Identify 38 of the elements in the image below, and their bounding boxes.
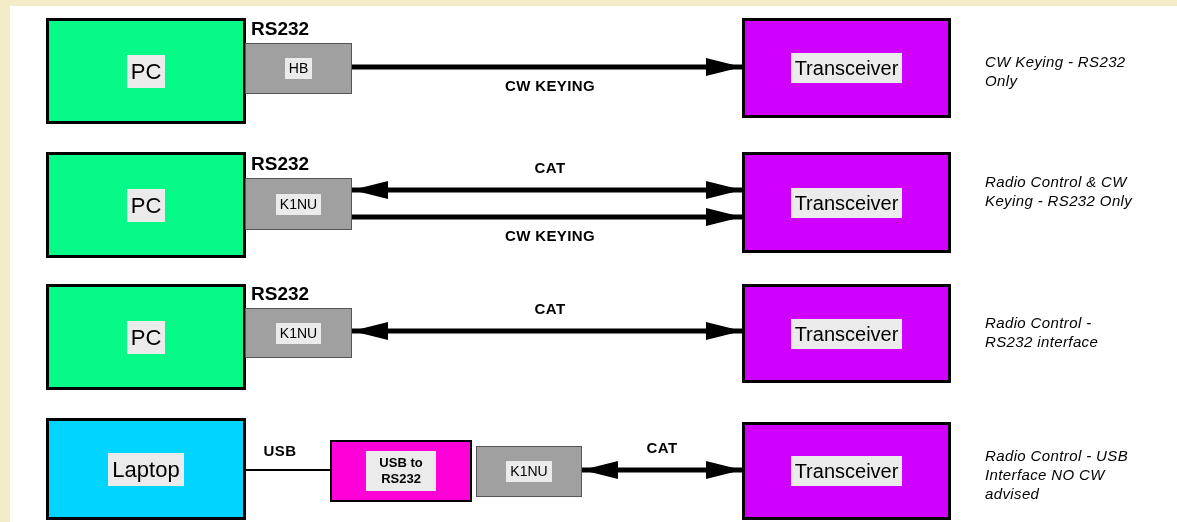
interface-box — [245, 308, 352, 358]
node-label: USB to RS232 — [366, 450, 436, 492]
laptop-box — [46, 418, 246, 520]
transceiver-box — [742, 152, 951, 253]
node-label: Transceiver — [790, 456, 903, 486]
description-text: Radio Control - USB Interface NO CW advised — [985, 446, 1129, 503]
description-text: Radio Control - RS232 interface — [985, 313, 1100, 351]
node-label: K1NU — [275, 193, 322, 215]
node-label: Transceiver — [790, 318, 903, 349]
arrow — [352, 208, 742, 226]
pc-box — [46, 18, 246, 124]
pc-box — [46, 152, 246, 258]
interface-box — [476, 446, 582, 497]
node-label: Transceiver — [790, 53, 903, 83]
arrow — [352, 181, 742, 199]
description-text: Radio Control & CW Keying - RS232 Only — [985, 172, 1134, 210]
node-label: Transceiver — [790, 187, 903, 218]
interface-box — [245, 43, 352, 94]
transceiver-box — [742, 18, 951, 118]
port-label: RS232 — [251, 154, 310, 173]
node-label: HB — [284, 58, 313, 79]
node-label: PC — [126, 54, 166, 88]
arrow — [352, 58, 742, 76]
description-text: CW Keying - RS232 Only — [985, 52, 1127, 90]
transceiver-box — [742, 422, 951, 520]
node-label: Laptop — [108, 452, 184, 486]
node-label: K1NU — [275, 322, 322, 344]
port-label: RS232 — [251, 284, 310, 303]
node-label: PC — [126, 188, 166, 222]
arrow — [352, 322, 742, 340]
transceiver-box — [742, 284, 951, 383]
node-label: PC — [126, 320, 166, 354]
converter-box — [330, 440, 472, 502]
port-label: RS232 — [251, 19, 310, 38]
pc-box — [46, 284, 246, 390]
arrow — [582, 461, 742, 479]
interface-box — [245, 178, 352, 230]
node-label: K1NU — [506, 461, 552, 482]
